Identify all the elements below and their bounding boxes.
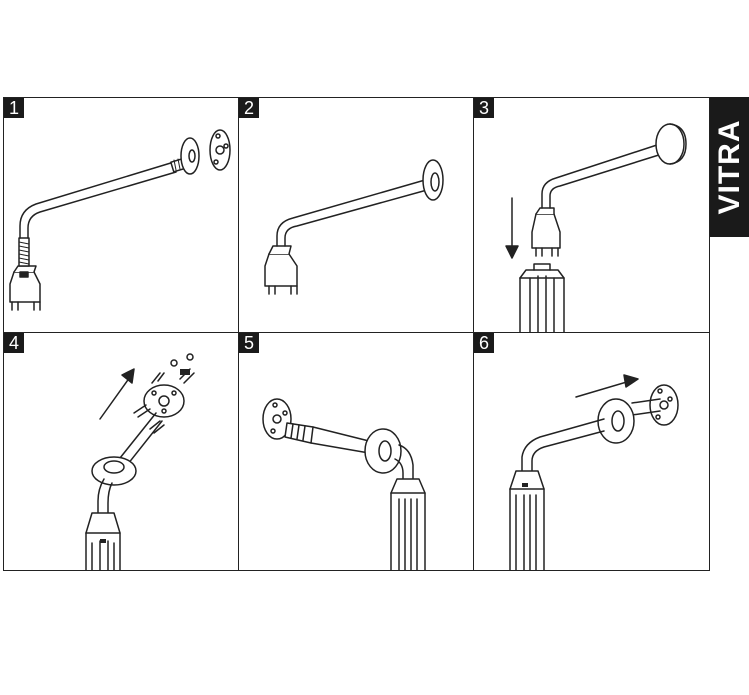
instruction-grid: 1 2: [3, 97, 710, 571]
step-6-illustration: [509, 374, 679, 570]
step-panel-3: 3: [473, 97, 710, 333]
step-number-1: 1: [4, 98, 24, 118]
step-number-3: 3: [474, 98, 494, 118]
step-number-2: 2: [239, 98, 259, 118]
step-1-illustration: [9, 129, 231, 311]
step-number-4: 4: [4, 333, 24, 353]
brand-logo: VITRA: [710, 97, 749, 237]
step-panel-5: 5: [238, 332, 474, 571]
step-number-6: 6: [474, 333, 494, 353]
step-number-5: 5: [239, 333, 259, 353]
step-5-illustration: [262, 398, 426, 570]
step-4-illustration: [85, 353, 195, 570]
brand-name: VITRA: [712, 119, 746, 215]
step-panel-4: 4: [3, 332, 239, 571]
step-panel-2: 2: [238, 97, 474, 333]
step-panel-6: 6: [473, 332, 710, 571]
step-panel-1: 1: [3, 97, 239, 333]
step-2-illustration: [264, 159, 444, 295]
step-3-illustration: [505, 123, 687, 332]
